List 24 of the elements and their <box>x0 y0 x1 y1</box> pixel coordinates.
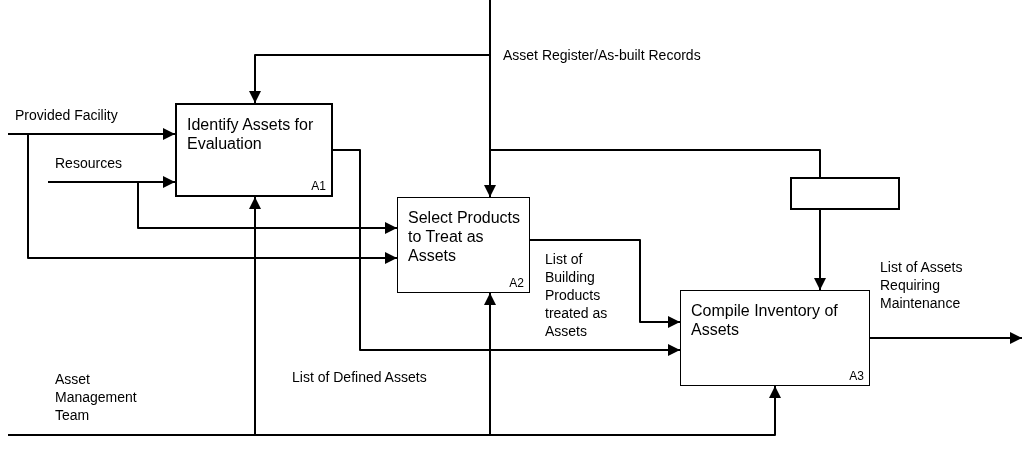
edge-label: Asset Management Team <box>55 370 138 424</box>
edge-label: List of Building Products treated as Assets <box>545 250 609 340</box>
blank-frame <box>790 177 900 210</box>
node-number: A1 <box>311 179 326 193</box>
edge-label: List of Assets Requiring Maintenance <box>880 258 964 312</box>
process-title: Select Products to Treat as Assets <box>408 208 522 265</box>
node-number: A2 <box>509 276 524 290</box>
arrow <box>529 239 681 328</box>
process-box <box>680 290 870 386</box>
arrow <box>7 133 398 264</box>
node-number: A3 <box>849 369 864 383</box>
arrow <box>332 149 681 356</box>
arrow <box>869 332 1023 344</box>
edge-label: List of Defined Assets <box>292 368 428 386</box>
process-title: Compile Inventory of Assets <box>691 301 839 339</box>
arrow <box>7 385 781 436</box>
process-title: Identify Assets for Evaluation <box>187 115 315 153</box>
process-box <box>175 103 333 197</box>
edge-label: Provided Facility <box>15 106 119 124</box>
edge-label: Resources <box>55 154 123 172</box>
arrow <box>47 181 398 234</box>
arrow <box>489 0 826 291</box>
edge-label: Asset Register/As-built Records <box>503 46 702 64</box>
process-box <box>397 197 530 293</box>
